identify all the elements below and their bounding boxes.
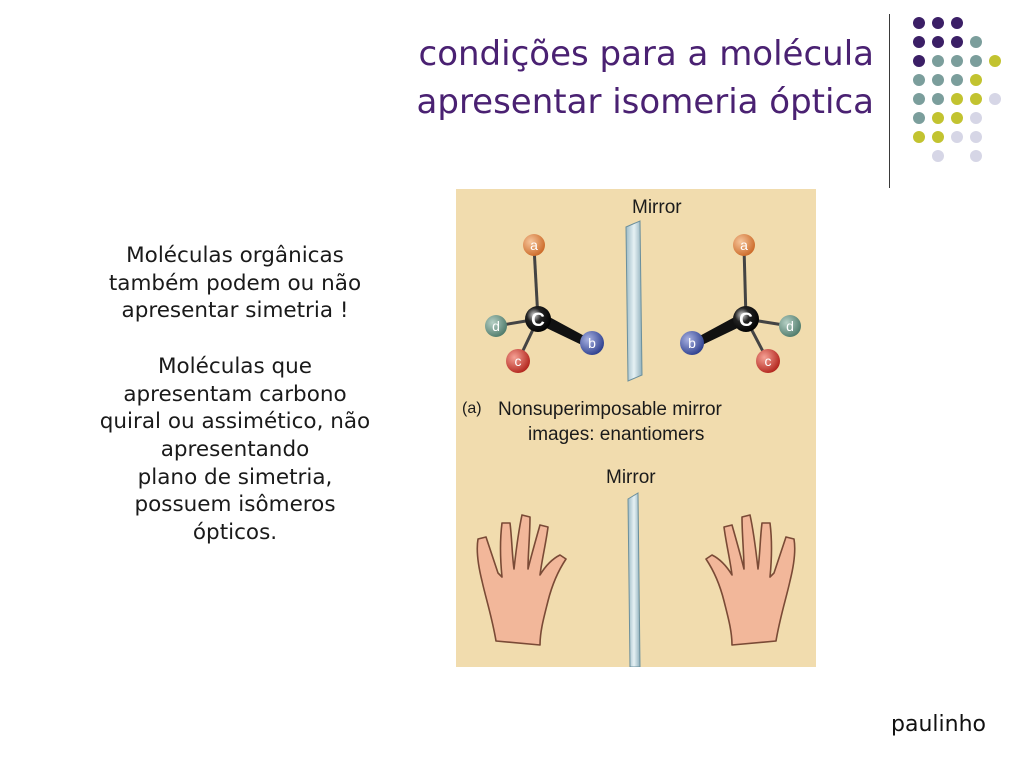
mirror-bottom (627, 492, 641, 667)
atom-c (756, 349, 780, 373)
body-text: Moléculas orgânicas também podem ou não … (82, 242, 388, 547)
figure-part-label: (a) (462, 400, 482, 417)
paragraph-line: apresentar simetria ! (121, 298, 349, 324)
paragraph-line: Moléculas orgânicas (126, 243, 344, 268)
svg-text:b: b (588, 335, 596, 351)
paragraph-line: também podem ou não (108, 270, 362, 296)
footer-author: paulinho (891, 712, 986, 737)
atom-b (580, 331, 604, 355)
slide-title-line-1: condições para a molécula (418, 34, 875, 74)
figure-caption-line-2: images: enantiomers (528, 424, 704, 445)
paragraph-line: ópticos. (192, 520, 278, 546)
atom-c (506, 349, 530, 373)
svg-text:c: c (765, 353, 772, 369)
paragraph-chiral-carbon: Moléculas que apresentam carbono quiral … (82, 353, 388, 547)
paragraph-symmetry: Moléculas orgânicas também podem ou não … (82, 242, 388, 325)
decorative-dot-grid (913, 17, 1001, 162)
atom-a (733, 234, 755, 256)
atom-d (779, 315, 801, 337)
paragraph-line: apresentando (160, 436, 310, 462)
svg-text:d: d (786, 318, 794, 334)
figure-caption-line-1: Nonsuperimposable mirror (498, 399, 723, 420)
atom-a (523, 234, 545, 256)
slide-title-line-2: apresentar isomeria óptica (416, 82, 874, 122)
slide-title: condições para a molécula apresentar iso… (417, 30, 874, 126)
svg-text:a: a (740, 237, 748, 253)
paragraph-line: apresentam carbono (123, 381, 347, 407)
left-hand (476, 514, 567, 646)
paragraph-line: possuem isômeros (134, 492, 336, 518)
svg-text:a: a (530, 237, 538, 253)
atom-carbon (733, 306, 759, 332)
right-hand (705, 514, 796, 646)
svg-text:C: C (531, 310, 545, 331)
enantiomer-figure: Mirror a d c b C a d c b C (a) Nonsuper (456, 189, 816, 667)
atom-d (485, 315, 507, 337)
molecule-right: a d c b C (680, 234, 801, 373)
atom-carbon (525, 306, 551, 332)
paragraph-line: plano de simetria, (137, 464, 333, 490)
mirror-label-bottom: Mirror (606, 467, 656, 488)
mirror-label-top: Mirror (632, 197, 682, 218)
paragraph-line: Moléculas que (157, 353, 313, 379)
molecule-left: a d c b C (485, 234, 604, 373)
paragraph-line: quiral ou assimético, não (99, 409, 371, 435)
svg-text:b: b (688, 335, 696, 351)
svg-text:d: d (492, 318, 500, 334)
mirror-top (625, 220, 643, 382)
atom-b (680, 331, 704, 355)
svg-text:C: C (739, 310, 753, 331)
title-divider (889, 14, 890, 188)
svg-text:c: c (515, 353, 522, 369)
